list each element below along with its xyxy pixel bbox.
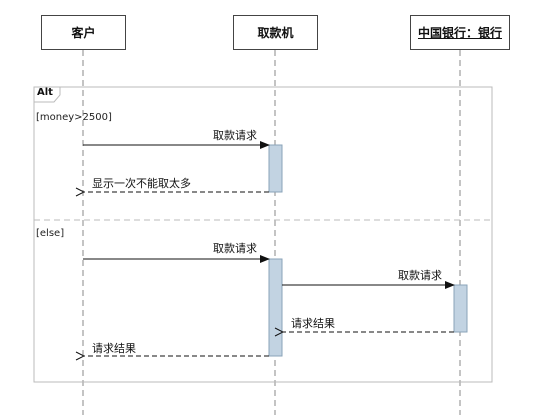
lifeline-atm-label: 取款机 xyxy=(257,26,294,40)
message-label-2: 显示一次不能取太多 xyxy=(92,177,191,190)
lifeline-bank-label: 中国银行：银行 xyxy=(417,26,502,40)
activation-bank-1 xyxy=(453,284,468,333)
lifeline-bank-box[interactable]: 中国银行：银行 xyxy=(410,15,510,50)
alt-fragment-tag-border xyxy=(34,87,61,103)
message-label-3: 取款请求 xyxy=(213,242,257,255)
alt-fragment-frame xyxy=(33,86,493,383)
activation-atm-1 xyxy=(268,144,283,193)
lifeline-customer-label: 客户 xyxy=(71,26,96,40)
alt-operator-label: Alt xyxy=(37,87,53,98)
lifeline-atm-box[interactable]: 取款机 xyxy=(233,15,318,50)
guard-condition-2: [else] xyxy=(36,228,65,239)
message-label-4: 取款请求 xyxy=(398,269,442,282)
message-label-6: 请求结果 xyxy=(92,342,136,355)
guard-condition-1: [money>2500] xyxy=(36,112,112,123)
activation-atm-2 xyxy=(268,258,283,357)
message-label-1: 取款请求 xyxy=(213,129,257,142)
message-label-5: 请求结果 xyxy=(291,317,335,330)
lifeline-customer-box[interactable]: 客户 xyxy=(41,15,126,50)
